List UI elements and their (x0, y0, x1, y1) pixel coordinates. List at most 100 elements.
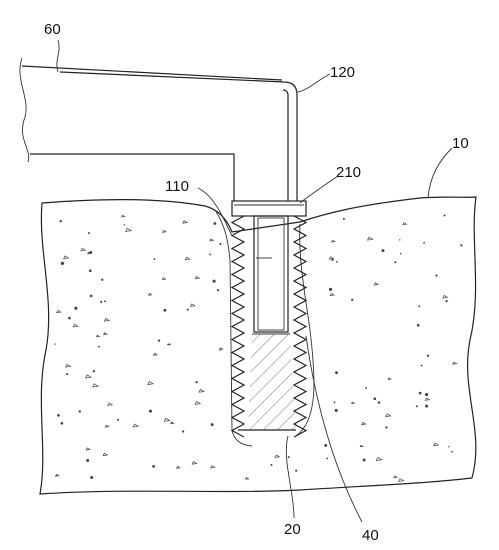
speckle (295, 469, 298, 472)
leader-120 (297, 73, 331, 93)
speckle (104, 424, 110, 428)
speckle (175, 465, 181, 469)
speckle (56, 309, 62, 314)
speckle (335, 371, 338, 375)
speckle (148, 409, 153, 413)
speckle (80, 247, 87, 252)
speckle (59, 219, 63, 223)
speckle (102, 452, 109, 457)
speckle (326, 457, 329, 460)
speckle (182, 220, 189, 224)
speckle (89, 294, 93, 298)
substrate-block (39, 196, 477, 495)
cap-210 (231, 200, 307, 217)
speckle (60, 421, 64, 425)
speckle (366, 236, 374, 241)
implant-body (230, 215, 308, 438)
lead-wire-inner (282, 89, 289, 201)
speckle (209, 238, 215, 242)
speckle (452, 361, 458, 365)
speckle (425, 393, 429, 397)
speckle (65, 363, 72, 368)
speckle (85, 447, 92, 451)
speckle (152, 352, 158, 356)
speckle (194, 400, 202, 405)
leader-110 (197, 187, 233, 237)
speckle (385, 413, 392, 418)
speckle (168, 343, 171, 346)
speckle (88, 232, 90, 235)
speckle (104, 300, 106, 303)
label-10: 10 (452, 135, 469, 152)
speckle (163, 417, 171, 422)
speckle (92, 383, 100, 388)
label-110: 110 (165, 178, 189, 195)
speckle (167, 343, 169, 346)
speckle (418, 391, 422, 395)
break-line-left (19, 57, 30, 163)
speckle (181, 430, 185, 433)
speckle (324, 443, 328, 447)
speckle (103, 317, 111, 322)
speckle (74, 306, 78, 310)
speckle (385, 426, 388, 429)
speckle (147, 380, 155, 385)
leader-40 (305, 335, 363, 523)
speckle (381, 249, 385, 253)
speckle (170, 421, 175, 425)
speckle (426, 354, 430, 357)
speckle (328, 256, 335, 260)
speckle (210, 465, 216, 469)
speckle (101, 278, 104, 281)
speckle (375, 456, 383, 462)
speckle (116, 418, 120, 421)
speckle (184, 256, 191, 261)
speckle (377, 401, 381, 404)
speckle (442, 294, 449, 299)
speckle (274, 454, 281, 458)
speckle (443, 214, 446, 217)
speckle (161, 229, 168, 233)
speckle (123, 224, 125, 226)
speckle (213, 222, 217, 225)
speckle (350, 401, 356, 405)
speckle (334, 408, 338, 412)
substrate-speckles (54, 214, 463, 482)
speckle (435, 274, 438, 277)
leader-60 (56, 39, 60, 73)
leader-210 (299, 175, 339, 204)
speckle (153, 258, 156, 260)
speckle (54, 473, 61, 477)
thread-right (292, 215, 308, 438)
speckle (87, 252, 90, 255)
speckle (216, 289, 220, 292)
bore-left-wall (214, 209, 253, 447)
speckle (329, 292, 336, 296)
speckle (359, 444, 365, 448)
speckle (360, 421, 367, 426)
label-210: 210 (336, 164, 361, 181)
speckle (425, 404, 429, 408)
speckle (68, 316, 71, 320)
speckle (219, 242, 222, 245)
speckle (147, 292, 153, 296)
body-60 (21, 65, 283, 201)
speckle (60, 261, 64, 265)
leader-20 (285, 435, 295, 519)
speckle (88, 269, 92, 273)
speckle (57, 414, 60, 417)
speckle (78, 410, 82, 413)
speckle (161, 277, 167, 280)
speckle (373, 397, 377, 401)
speckle (120, 214, 126, 218)
speckle (157, 339, 161, 342)
speckle (331, 258, 334, 261)
speckle (244, 476, 250, 480)
speckle (328, 287, 333, 291)
speckle (163, 308, 167, 312)
speckle (195, 381, 198, 384)
thread-left (230, 215, 246, 438)
speckle (418, 305, 421, 308)
speckle (287, 456, 290, 459)
speckle (365, 387, 367, 389)
